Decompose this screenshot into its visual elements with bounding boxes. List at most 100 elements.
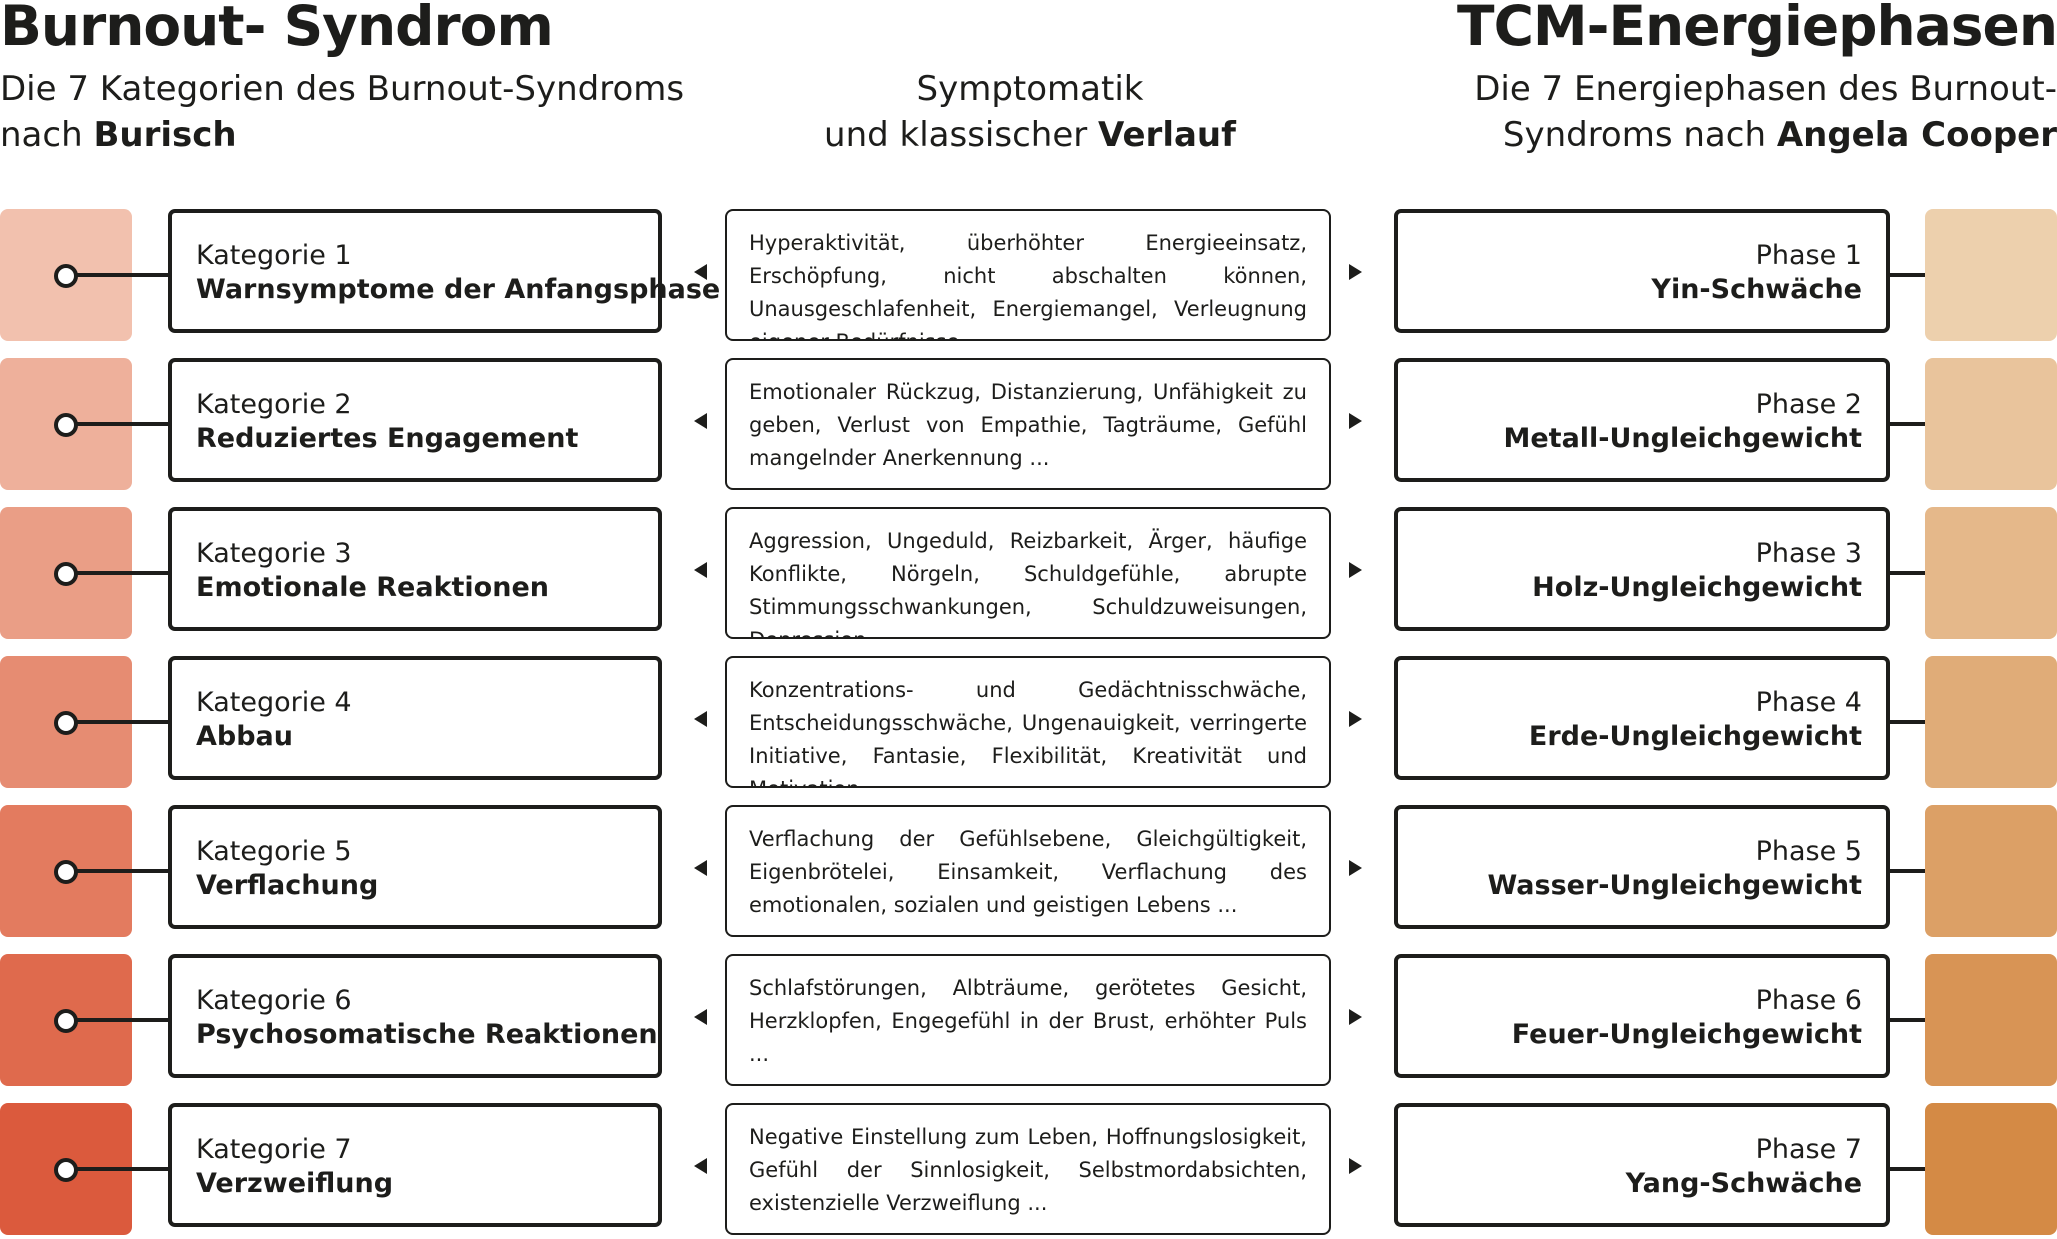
arrow-left-icon (694, 562, 707, 578)
right-subtitle: Die 7 Energiephasen des Burnout- Syndrom… (1474, 66, 2057, 158)
category-title: Emotionale Reaktionen (196, 572, 549, 603)
right-subtitle-line1: Die 7 Energiephasen des Burnout- (1474, 69, 2057, 109)
category-label: Kategorie 3 (196, 538, 352, 569)
right-subtitle-prefix: Syndroms nach (1502, 115, 1766, 155)
category-label: Kategorie 1 (196, 240, 352, 271)
category-box: Kategorie 6 Psychosomatische Reaktionen (168, 954, 662, 1078)
left-title: Burnout- Syndrom (0, 0, 554, 58)
phase-box: Phase 5 Wasser-Ungleichgewicht (1394, 805, 1890, 929)
connector-line (74, 720, 170, 724)
phase-box: Phase 7 Yang-Schwäche (1394, 1103, 1890, 1227)
category-label: Kategorie 5 (196, 836, 352, 867)
arrow-left-icon (694, 1009, 707, 1025)
phase-color-square (1925, 954, 2057, 1086)
center-subtitle-bold: Verlauf (1098, 115, 1236, 155)
category-title: Verflachung (196, 870, 379, 901)
arrow-left-icon (694, 711, 707, 727)
arrow-right-icon (1349, 264, 1362, 280)
left-subtitle-author: Burisch (93, 115, 237, 155)
category-box: Kategorie 1 Warnsymptome der Anfangsphas… (168, 209, 720, 333)
arrow-left-icon (694, 1158, 707, 1174)
category-label: Kategorie 2 (196, 389, 352, 420)
phase-box: Phase 6 Feuer-Ungleichgewicht (1394, 954, 1890, 1078)
phase-box: Phase 4 Erde-Ungleichgewicht (1394, 656, 1890, 780)
category-title: Verzweiflung (196, 1168, 394, 1199)
category-title: Reduziertes Engagement (196, 423, 579, 454)
phase-label: Phase 3 (1755, 538, 1862, 569)
connector-dot-icon (54, 1158, 78, 1182)
phase-color-square (1925, 507, 2057, 639)
connector-line (74, 571, 170, 575)
left-subtitle-line2: nach Burisch (0, 112, 684, 158)
row: Kategorie 3 Emotionale Reaktionen Aggres… (0, 507, 2057, 639)
right-subtitle-author: Angela Cooper (1776, 115, 2057, 155)
phase-title: Feuer-Ungleichgewicht (1511, 1019, 1862, 1050)
phase-box: Phase 1 Yin-Schwäche (1394, 209, 1890, 333)
row: Kategorie 5 Verflachung Verflachung der … (0, 805, 2057, 937)
category-label: Kategorie 7 (196, 1134, 352, 1165)
arrow-left-icon (694, 413, 707, 429)
phase-label: Phase 7 (1755, 1134, 1862, 1165)
category-box: Kategorie 2 Reduziertes Engagement (168, 358, 662, 482)
arrow-right-icon (1349, 860, 1362, 876)
symptoms-box: Schlafstörungen, Albträume, gerötetes Ge… (725, 954, 1331, 1086)
category-box: Kategorie 3 Emotionale Reaktionen (168, 507, 662, 631)
phase-label: Phase 1 (1755, 240, 1862, 271)
connector-dot-icon (54, 562, 78, 586)
center-subtitle-line1: Symptomatik (916, 69, 1144, 109)
category-box: Kategorie 7 Verzweiflung (168, 1103, 662, 1227)
phase-label: Phase 6 (1755, 985, 1862, 1016)
phase-title: Yin-Schwäche (1651, 274, 1862, 305)
connector-dot-icon (54, 413, 78, 437)
symptoms-box: Hyperaktivität, überhöhter Energieeinsat… (725, 209, 1331, 341)
arrow-left-icon (694, 264, 707, 280)
symptoms-box: Negative Einstellung zum Leben, Hoffnung… (725, 1103, 1331, 1235)
category-title: Psychosomatische Reaktionen (196, 1019, 658, 1050)
symptoms-box: Verflachung der Gefühlsebene, Gleichgült… (725, 805, 1331, 937)
phase-title: Metall-Ungleichgewicht (1503, 423, 1862, 454)
symptoms-box: Konzentrations- und Gedächtnisschwäche, … (725, 656, 1331, 788)
center-subtitle-line2: und klassischer Verlauf (770, 112, 1290, 158)
phase-box: Phase 3 Holz-Ungleichgewicht (1394, 507, 1890, 631)
phase-color-square (1925, 656, 2057, 788)
left-subtitle-line1: Die 7 Kategorien des Burnout-Syndroms (0, 69, 685, 109)
center-subtitle-prefix: und klassischer (824, 115, 1088, 155)
arrow-left-icon (694, 860, 707, 876)
category-box: Kategorie 4 Abbau (168, 656, 662, 780)
left-subtitle: Die 7 Kategorien des Burnout-Syndroms na… (0, 66, 684, 158)
category-box: Kategorie 5 Verflachung (168, 805, 662, 929)
connector-line (74, 869, 170, 873)
connector-line (74, 273, 170, 277)
connector-line (74, 1167, 170, 1171)
row: Kategorie 1 Warnsymptome der Anfangsphas… (0, 209, 2057, 341)
arrow-right-icon (1349, 413, 1362, 429)
phase-label: Phase 4 (1755, 687, 1862, 718)
category-title: Abbau (196, 721, 293, 752)
row: Kategorie 2 Reduziertes Engagement Emoti… (0, 358, 2057, 490)
phase-box: Phase 2 Metall-Ungleichgewicht (1394, 358, 1890, 482)
connector-line (74, 422, 170, 426)
row: Kategorie 4 Abbau Konzentrations- und Ge… (0, 656, 2057, 788)
phase-color-square (1925, 209, 2057, 341)
category-label: Kategorie 6 (196, 985, 352, 1016)
right-subtitle-line2: Syndroms nach Angela Cooper (1474, 112, 2057, 158)
phase-color-square (1925, 1103, 2057, 1235)
arrow-right-icon (1349, 711, 1362, 727)
connector-dot-icon (54, 1009, 78, 1033)
phase-label: Phase 2 (1755, 389, 1862, 420)
row: Kategorie 7 Verzweiflung Negative Einste… (0, 1103, 2057, 1235)
right-title: TCM-Energiephasen (1457, 0, 2057, 58)
arrow-right-icon (1349, 1158, 1362, 1174)
category-label: Kategorie 4 (196, 687, 352, 718)
phase-color-square (1925, 358, 2057, 490)
row: Kategorie 6 Psychosomatische Reaktionen … (0, 954, 2057, 1086)
symptoms-box: Emotionaler Rückzug, Distanzierung, Unfä… (725, 358, 1331, 490)
connector-dot-icon (54, 264, 78, 288)
phase-title: Erde-Ungleichgewicht (1528, 721, 1862, 752)
arrow-right-icon (1349, 562, 1362, 578)
phase-title: Wasser-Ungleichgewicht (1487, 870, 1862, 901)
connector-dot-icon (54, 711, 78, 735)
phase-title: Yang-Schwäche (1625, 1168, 1862, 1199)
center-subtitle: Symptomatik und klassischer Verlauf (770, 66, 1290, 158)
connector-line (74, 1018, 170, 1022)
